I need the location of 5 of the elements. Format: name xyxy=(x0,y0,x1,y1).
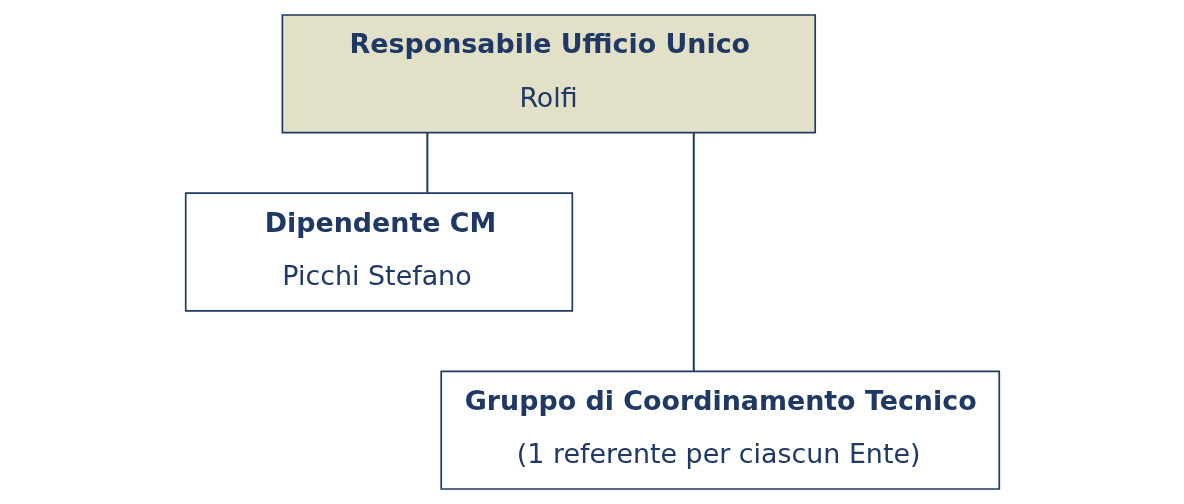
node-box: Responsabile Ufficio Unico Rolfi xyxy=(281,14,816,134)
connector xyxy=(425,132,428,193)
node-box: Dipendente CM Picchi Stefano xyxy=(184,192,573,312)
node-box: Gruppo di Coordinamento Tecnico (1 referente per ciascun Ente) xyxy=(439,370,1000,490)
connector xyxy=(692,132,695,372)
